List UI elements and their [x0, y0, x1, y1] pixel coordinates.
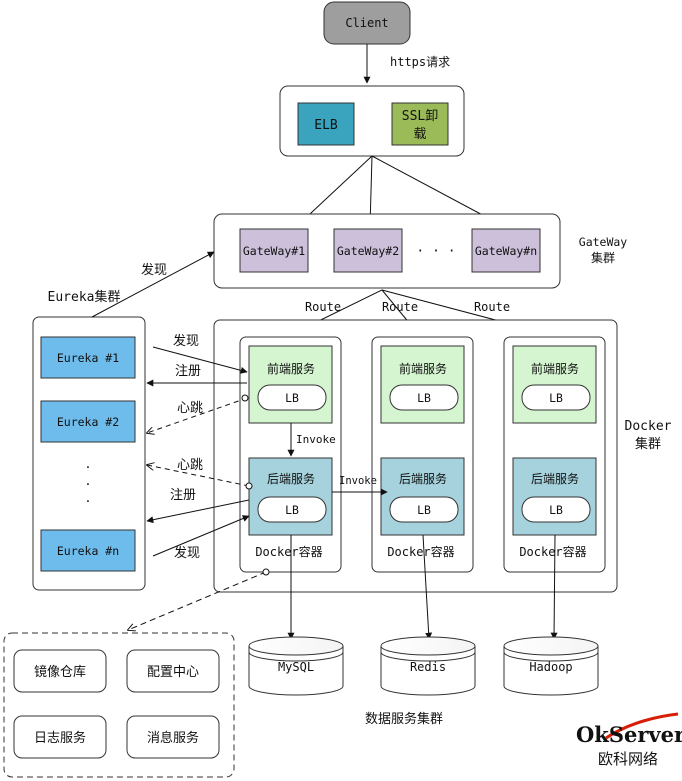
backend-service-1-label: 后端服务	[267, 471, 315, 486]
frontend-service-3-label: 前端服务	[531, 361, 579, 376]
backend-heartbeat-dot	[245, 482, 253, 490]
eureka-2-box	[40, 400, 136, 443]
docker-support-dot	[262, 568, 270, 576]
backend-lb-3	[521, 496, 591, 523]
redis-label: Redis	[410, 660, 446, 674]
frontend-service-2-label: 前端服务	[399, 361, 447, 376]
config-center-label: 配置中心	[147, 665, 199, 680]
route-label-2: Route	[382, 300, 418, 314]
docker-container-2-label: Docker容器	[387, 544, 454, 559]
frontend-lb-2	[389, 384, 459, 411]
image-registry-box	[13, 649, 107, 693]
docker-container-3-label: Docker容器	[519, 544, 586, 559]
backend-lb-3-label: LB	[549, 503, 563, 517]
gateway-2-box	[333, 228, 403, 273]
route-label-3: Route	[474, 300, 510, 314]
elb-group: ELB SSL卸 载	[279, 85, 465, 157]
redis-db: Redis	[380, 636, 476, 696]
backend-to-hadoop-arrow	[550, 534, 558, 640]
log-service-label: 日志服务	[34, 730, 86, 746]
docker-to-support-arrow	[128, 571, 267, 630]
backend-service-3-label: 后端服务	[531, 471, 579, 486]
ssl-offload-box	[391, 102, 449, 146]
frontend-heartbeat-label: 心跳	[177, 401, 203, 416]
frontend-service-1-label: 前端服务	[267, 361, 315, 376]
route-label-1: Route	[305, 300, 341, 314]
docker-cluster-label-2: 集群	[635, 436, 661, 452]
eureka-vdot-1: ·	[86, 460, 90, 476]
mysql-label: MySQL	[278, 660, 314, 674]
docker-container-1-label: Docker容器	[255, 544, 322, 559]
mysql-db: MySQL	[248, 636, 344, 696]
eureka-vdot-3: ·	[86, 494, 90, 510]
elb-label: ELB	[314, 118, 338, 133]
log-service-box	[13, 715, 107, 759]
logo-brand: OkServer	[576, 722, 682, 747]
frontend-register-label: 注册	[175, 364, 201, 379]
frontend-lb-3-label: LB	[549, 391, 563, 405]
config-center-box	[126, 649, 220, 693]
frontend-lb-1-label: LB	[285, 391, 299, 405]
gateway-1-label: GateWay#1	[243, 244, 305, 258]
eureka-vdot-2: ·	[86, 477, 90, 493]
eureka-2-label: Eureka #2	[57, 415, 119, 429]
logo-swoosh-icon	[605, 712, 679, 740]
eureka-cluster-title: Eureka集群	[48, 289, 121, 305]
message-service-label: 消息服务	[147, 730, 199, 746]
eureka-n-box	[40, 529, 136, 572]
invoke-label-horizontal: Invoke	[339, 475, 377, 487]
frontend-heartbeat-dot	[241, 394, 249, 402]
backend-register-arrow	[146, 499, 250, 524]
gateway-discover-label: 发现	[141, 262, 167, 278]
support-services-group: 镜像仓库 配置中心 日志服务 消息服务	[3, 632, 235, 778]
gateway-n-box	[471, 228, 541, 273]
frontend-lb-3	[521, 384, 591, 411]
eureka-cluster: Eureka #1 Eureka #2 · · · Eureka #n	[32, 316, 146, 591]
eureka-gateway-discover-arrow	[91, 251, 215, 318]
backend-to-redis-arrow	[422, 534, 433, 640]
backend-service-2-label: 后端服务	[399, 471, 447, 486]
okserver-logo: OkServer 欧科网络	[576, 712, 682, 768]
hadoop-label: Hadoop	[529, 660, 572, 674]
backend-lb-2-label: LB	[417, 503, 431, 517]
gateway-cluster-label-1: GateWay	[579, 235, 628, 249]
backend-discover-label: 发现	[174, 545, 200, 561]
elb-box	[297, 102, 355, 146]
image-registry-label: 镜像仓库	[34, 664, 86, 680]
gateway-ellipsis: · · ·	[416, 244, 455, 259]
https-request-label: https请求	[390, 55, 450, 69]
backend-heartbeat-label: 心跳	[177, 458, 203, 473]
client-label: Client	[345, 16, 388, 30]
gateway-1-box	[239, 228, 309, 273]
backend-register-label: 注册	[170, 488, 196, 503]
eureka-1-box	[40, 336, 136, 379]
hadoop-db: Hadoop	[503, 636, 599, 696]
data-services-title: 数据服务集群	[365, 711, 443, 727]
invoke-label-vertical: Invoke	[296, 433, 336, 446]
gateway-cluster: GateWay#1 GateWay#2 · · · GateWay#n	[213, 213, 561, 289]
eureka-1-label: Eureka #1	[57, 351, 119, 365]
logo-cn: 欧科网络	[598, 750, 658, 768]
backend-lb-2	[389, 496, 459, 523]
eureka-n-label: Eureka #n	[57, 544, 119, 558]
backend-lb-1	[257, 496, 327, 523]
gateway-n-label: GateWay#n	[475, 244, 537, 258]
client-node: Client	[323, 1, 411, 45]
gateway-2-label: GateWay#2	[337, 244, 399, 258]
frontend-discover-label: 发现	[173, 333, 199, 349]
ssl-label-line2: 载	[413, 127, 426, 142]
frontend-lb-2-label: LB	[417, 391, 431, 405]
docker-container-2: 前端服务 LB 后端服务 LB Docker容器	[371, 336, 474, 573]
gateway-cluster-label-2: 集群	[591, 250, 615, 265]
ssl-label-line1: SSL卸	[402, 108, 438, 124]
backend-discover-arrow	[152, 515, 250, 557]
frontend-discover-arrow	[152, 346, 248, 374]
backend-lb-1-label: LB	[285, 503, 299, 517]
message-service-box	[126, 715, 220, 759]
frontend-lb-1	[257, 384, 327, 411]
docker-cluster-label-1: Docker	[625, 419, 672, 434]
